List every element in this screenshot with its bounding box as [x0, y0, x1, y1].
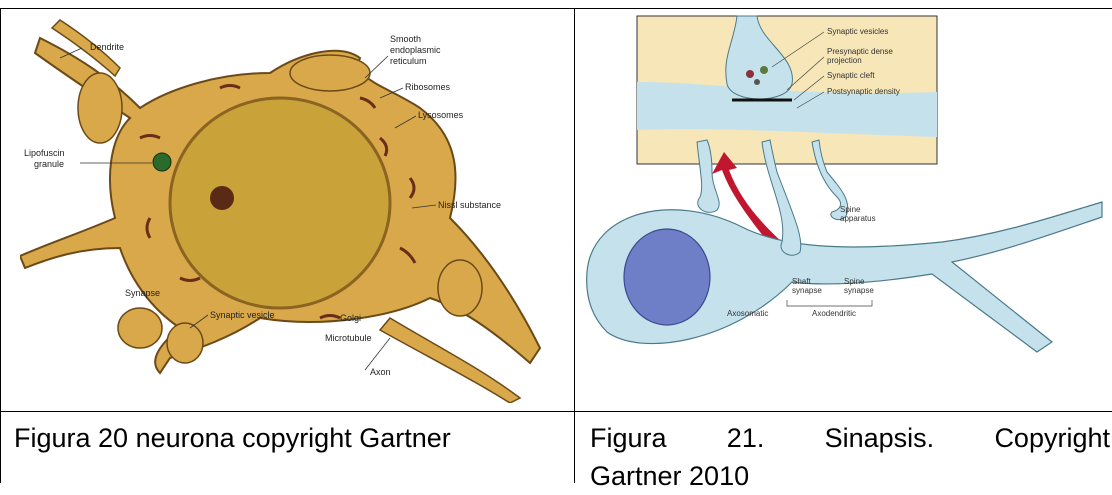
svg-text:Presynaptic dense: Presynaptic dense — [827, 47, 893, 56]
svg-text:Axon: Axon — [370, 367, 391, 377]
synaptic-bulb-right — [438, 260, 482, 316]
svg-text:projection: projection — [827, 56, 862, 65]
table-left-border — [0, 8, 1, 483]
postsynaptic-nucleus — [624, 229, 710, 325]
svg-text:Synaptic vesicles: Synaptic vesicles — [827, 27, 888, 36]
svg-text:Golgi: Golgi — [340, 313, 361, 323]
svg-text:Ribosomes: Ribosomes — [405, 82, 451, 92]
svg-text:Smooth: Smooth — [390, 34, 421, 44]
nucleus — [170, 98, 390, 308]
synapse-figure: Synaptic vesicles Presynaptic dense proj… — [582, 12, 1107, 402]
caption-right-word: Copyright — [994, 419, 1110, 457]
caption-right-word: Figura — [590, 419, 667, 457]
table-center-border — [574, 8, 575, 483]
synapse-bulb-2 — [167, 323, 203, 363]
nucleolus — [210, 186, 234, 210]
svg-text:Axosomatic: Axosomatic — [727, 309, 768, 318]
svg-text:Axodendritic: Axodendritic — [812, 309, 856, 318]
table-top-border — [0, 8, 1112, 9]
caption-right-line2: Gartner 2010 — [590, 457, 1110, 495]
caption-left: Figura 20 neurona copyright Gartner — [14, 419, 451, 457]
caption-right-word: Sinapsis. — [825, 419, 935, 457]
lipofuscin-granule — [153, 153, 171, 171]
synapse-bulb-1 — [118, 308, 162, 348]
svg-text:Synaptic vesicle: Synaptic vesicle — [210, 310, 275, 320]
svg-text:Synapse: Synapse — [125, 288, 160, 298]
svg-text:apparatus: apparatus — [840, 214, 876, 223]
svg-text:synapse: synapse — [792, 286, 822, 295]
svg-text:Synaptic cleft: Synaptic cleft — [827, 71, 875, 80]
svg-text:Postsynaptic density: Postsynaptic density — [827, 87, 900, 96]
svg-text:Shaft: Shaft — [792, 277, 811, 286]
caption-right-word: 21. — [727, 419, 765, 457]
svg-text:endoplasmic: endoplasmic — [390, 45, 441, 55]
neuron-figure: Dendrite Smooth endoplasmic reticulum Ri… — [20, 18, 550, 403]
svg-text:synapse: synapse — [844, 286, 874, 295]
svg-text:Nissl substance: Nissl substance — [438, 200, 501, 210]
table-mid-border — [0, 411, 1112, 412]
caption-right: Figura 21. Sinapsis. Copyright Gartner 2… — [590, 419, 1110, 495]
svg-text:granule: granule — [34, 159, 64, 169]
svg-text:Spine: Spine — [840, 205, 861, 214]
synaptic-bulb-top — [290, 55, 370, 91]
svg-text:Lipofuscin: Lipofuscin — [24, 148, 65, 158]
svg-text:Dendrite: Dendrite — [90, 42, 124, 52]
svg-text:Spine: Spine — [844, 277, 865, 286]
figure-table: Dendrite Smooth endoplasmic reticulum Ri… — [0, 0, 1112, 483]
svg-text:Lysosomes: Lysosomes — [418, 110, 464, 120]
svg-text:reticulum: reticulum — [390, 56, 427, 66]
svg-text:Microtubule: Microtubule — [325, 333, 372, 343]
dendrite-bulb-left — [78, 73, 122, 143]
